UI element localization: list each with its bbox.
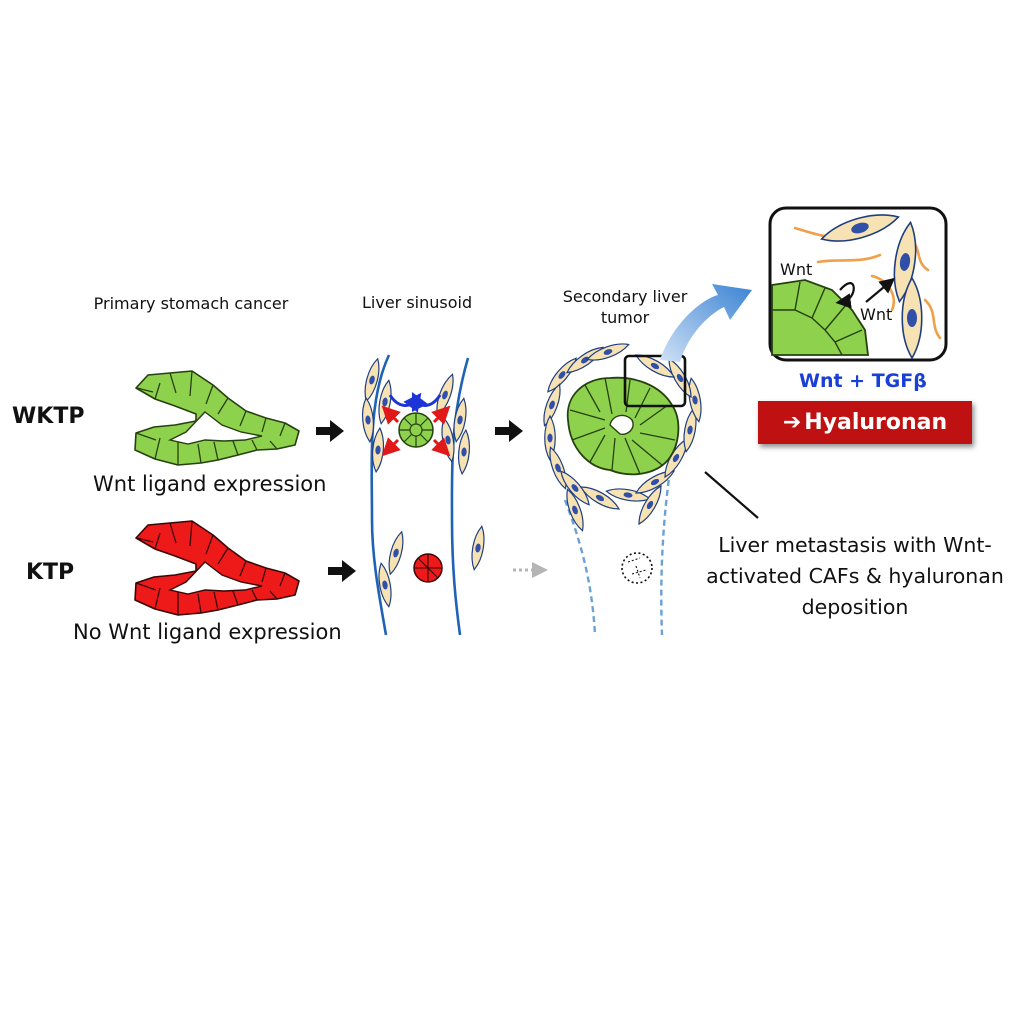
row-label-wktp: WKTP xyxy=(12,404,85,429)
column-title-primary: Primary stomach cancer xyxy=(93,294,289,313)
ktp-primary-tumor xyxy=(134,520,300,616)
arrow-wktp-2 xyxy=(495,420,523,442)
column-title-secondary: Secondary liver tumor xyxy=(562,287,688,327)
hyaluronan-label: Hyaluronan xyxy=(804,410,948,435)
arrow-ktp-1 xyxy=(328,560,356,582)
hyaluronan-outcome-box: ➔ Hyaluronan xyxy=(758,401,972,444)
flow-arrows xyxy=(316,420,523,582)
zoom-arrow xyxy=(660,284,752,362)
sinusoid-cluster-wktp xyxy=(381,391,451,457)
right-arrow-icon: ➔ xyxy=(782,410,802,435)
callout-line xyxy=(704,471,759,519)
inset-wnt-paracrine: Wnt xyxy=(860,305,893,324)
secondary-vessel xyxy=(563,469,672,636)
wktp-primary-tumor xyxy=(134,370,300,466)
sinusoid-cluster-ktp xyxy=(413,553,443,583)
inset-wnt-autocrine: Wnt xyxy=(780,260,813,279)
signal-label: Wnt + TGFβ xyxy=(799,370,927,392)
caption-ktp: No Wnt ligand expression xyxy=(73,620,342,644)
metastasis-caption: Liver metastasis with Wnt- activated CAF… xyxy=(706,533,1004,619)
arrow-ktp-2-faded xyxy=(513,562,548,578)
caption-wktp: Wnt ligand expression xyxy=(93,472,327,496)
row-label-ktp: KTP xyxy=(26,560,75,585)
zoom-box xyxy=(623,354,687,408)
secondary-tumor-mass xyxy=(566,376,680,476)
column-title-sinusoid: Liver sinusoid xyxy=(362,293,473,312)
arrow-wktp-1 xyxy=(316,420,344,442)
secondary-no-tumor xyxy=(621,552,653,584)
inset-panel xyxy=(768,206,948,362)
sinusoid-vessel xyxy=(370,354,470,636)
